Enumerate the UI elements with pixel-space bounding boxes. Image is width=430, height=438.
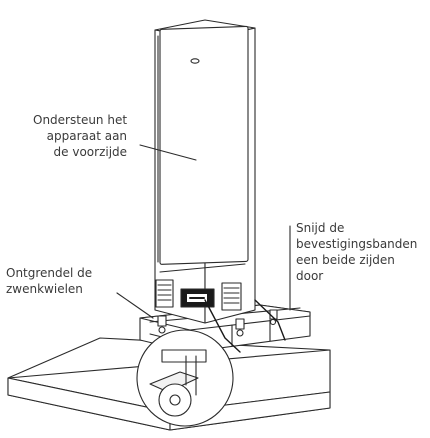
annotation-line: Snijd de [296,221,345,235]
castor-rear-icon [269,309,278,326]
annotation-cut-straps: Snijd de bevestigingsbanden een beide zi… [296,220,417,284]
securing-strap-left-icon [204,299,241,353]
annotation-line: apparaat aan [46,129,128,143]
refrigerator-cabinet [154,19,256,324]
castor-detail-magnifier [136,329,234,427]
annotation-line: Ontgrendel de [6,266,93,280]
plinth-vent-right [221,282,242,311]
annotation-support-front: Ondersteun het apparaat aan de voorzijde [33,112,127,160]
annotation-line: zwenkwielen [6,282,83,296]
pointer-support-front [139,144,197,161]
brand-logo-icon [190,58,200,64]
annotation-line: door [296,269,324,283]
annotation-line: de voorzijde [53,145,128,159]
plinth-vent-left [155,279,174,308]
castor-front-left-icon [157,315,167,334]
annotation-line: een beide zijden [296,253,395,267]
securing-strap-right-icon [254,299,286,341]
annotation-unlock-castors: Ontgrendel de zwenkwielen [6,265,92,297]
pointer-unlock-castors [116,292,154,319]
annotation-line: Ondersteun het [33,113,128,127]
control-panel [180,288,215,308]
refrigerator-door [159,25,249,265]
castor-front-right-icon [235,318,245,337]
annotation-line: bevestigingsbanden [296,237,418,251]
